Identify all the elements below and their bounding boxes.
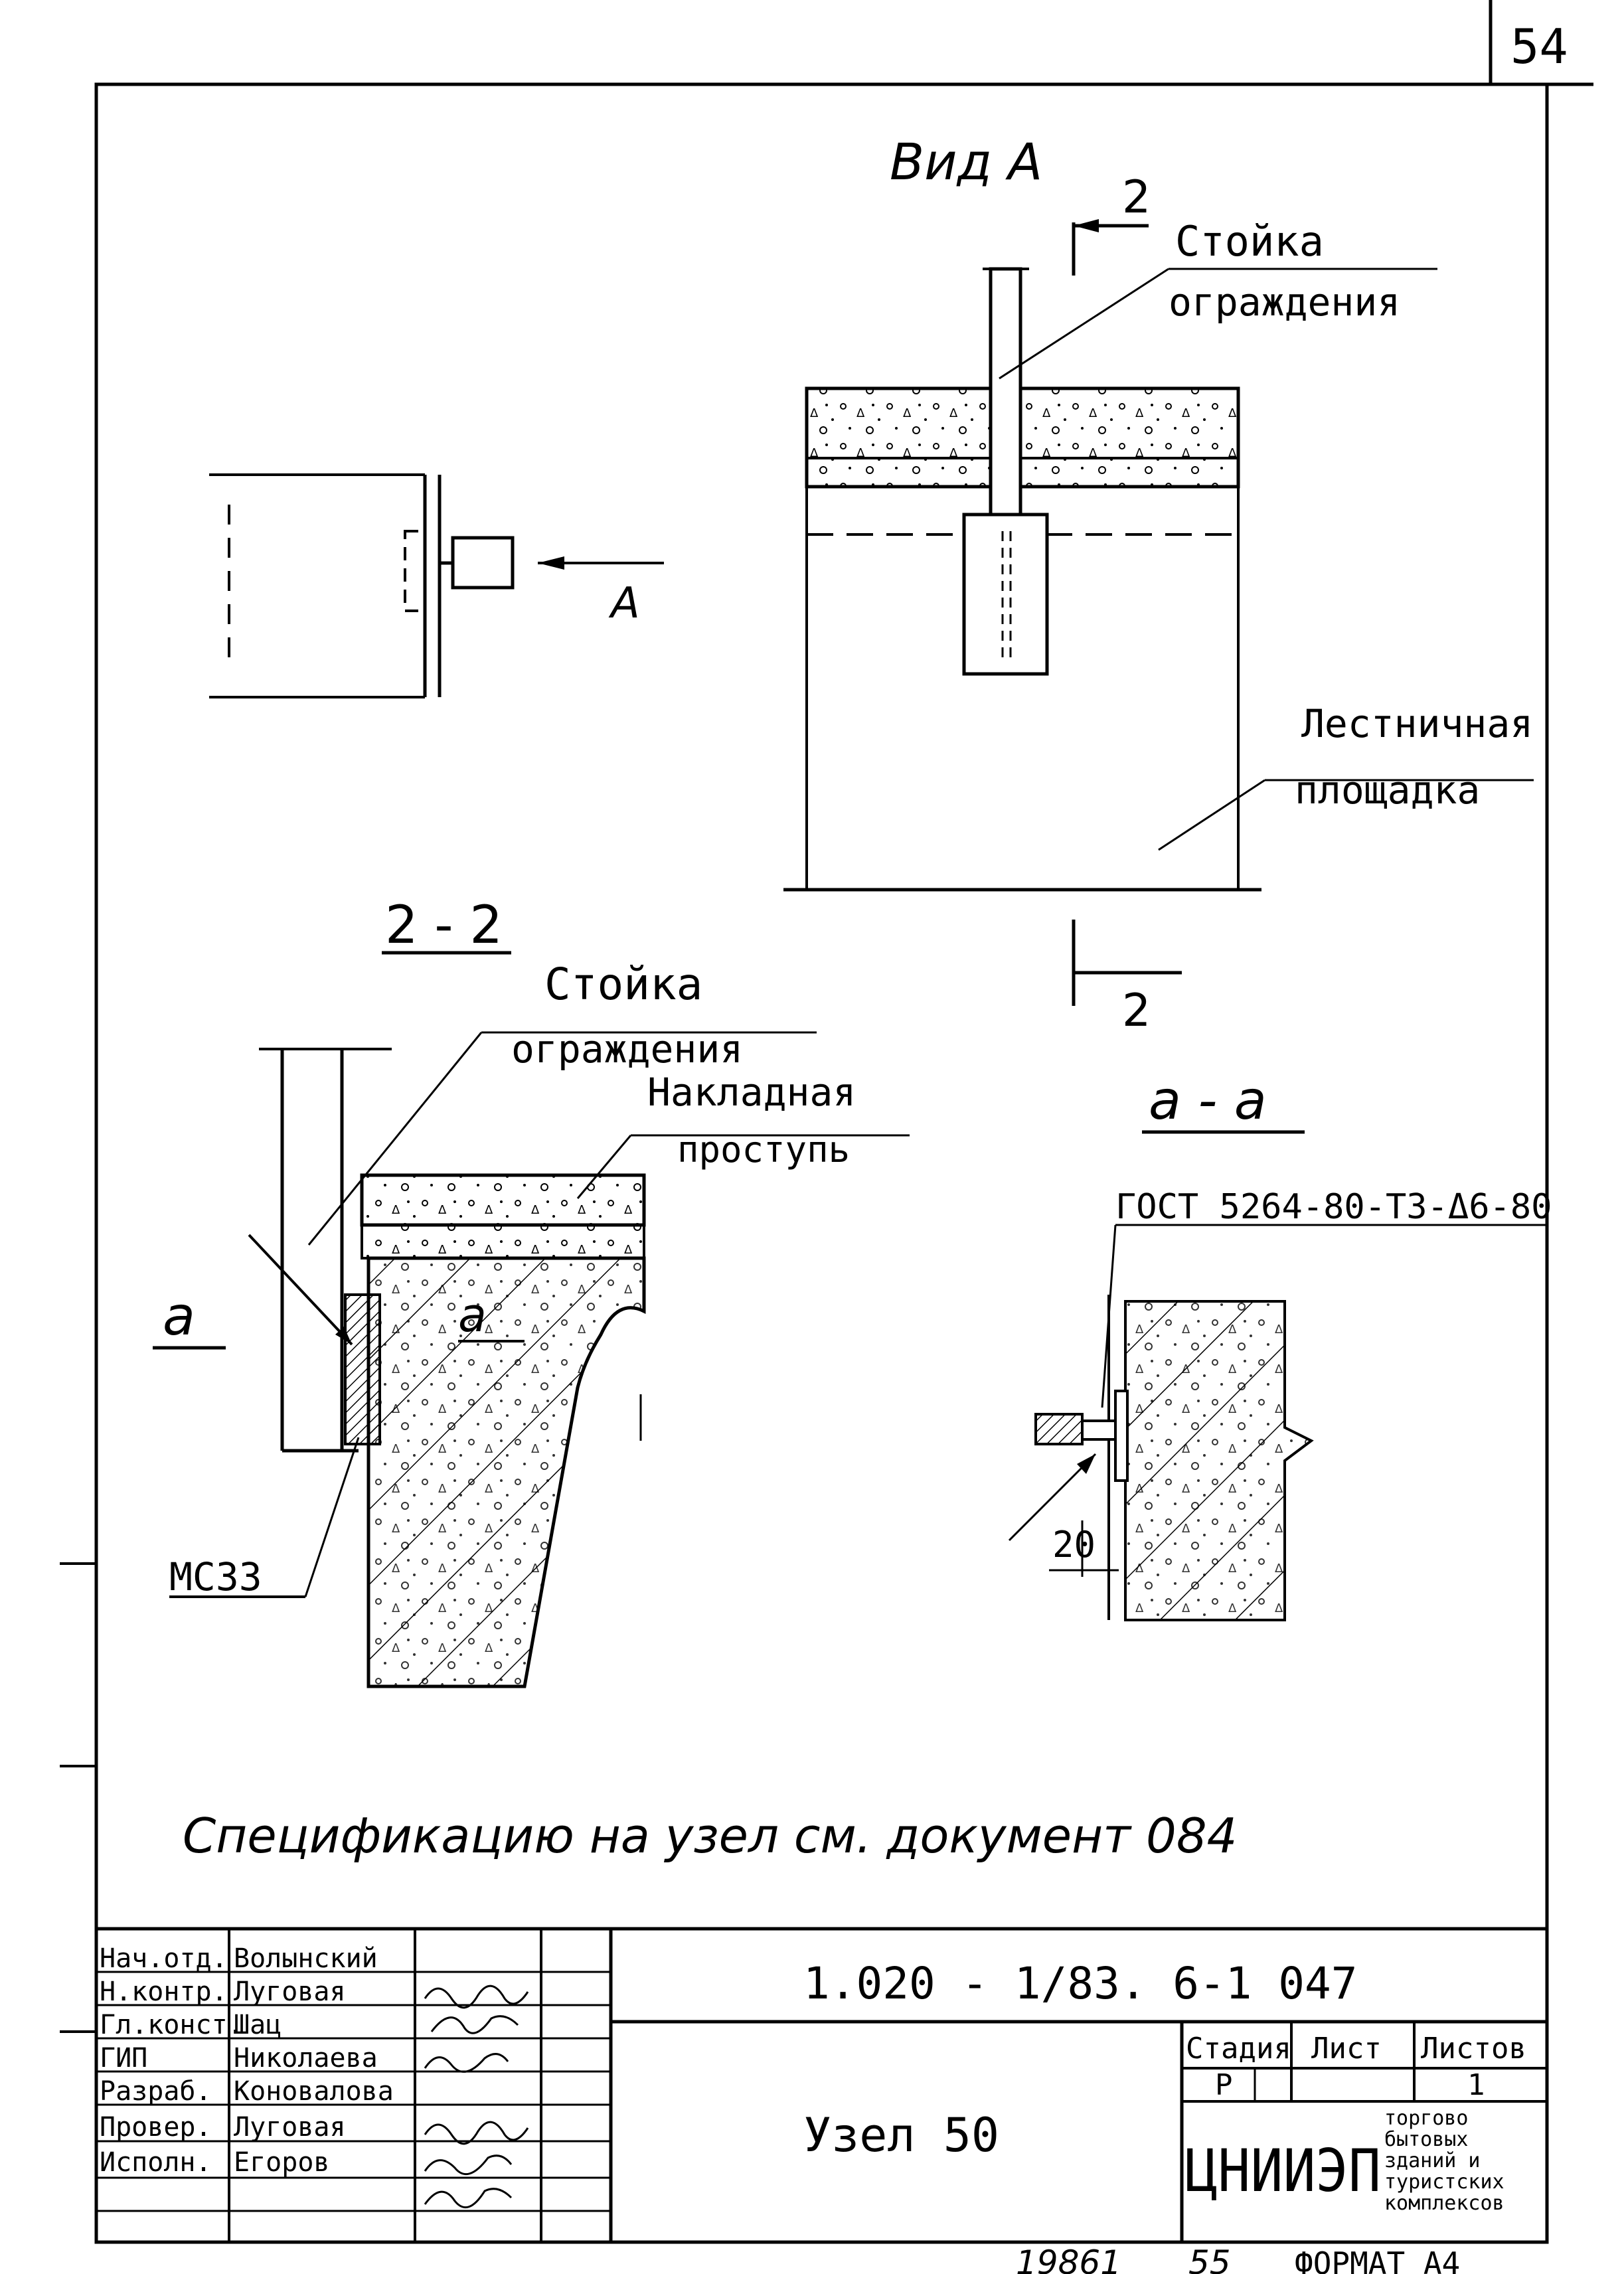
sheets-header: Листов [1421,2032,1526,2066]
weld-label: МС33 [169,1554,262,1599]
view-a-title: Вид А [890,132,1042,191]
sheets-value: 1 [1467,2068,1485,2102]
organization-name-3: зданий и [1384,2149,1481,2172]
drawing-frame [60,0,1593,2244]
staff-name-4: Николаева [234,2043,378,2073]
view-a-post-label-1: Стойка [1175,217,1324,266]
staff-name-1: Волынский [234,1943,378,1974]
dimension-20: 20 [1052,1524,1096,1566]
section-2-2-title: 2 - 2 [385,896,503,955]
section-2-2 [153,951,910,1688]
section-2-2-post-label-1: Стойка [544,959,702,1010]
staff-name-5: Коновалова [234,2076,394,2107]
section-a-a-title: а - а [1149,1070,1267,1131]
section-a-a [1008,1130,1547,1621]
staff-role-1: Нач.отд. [100,1943,228,1974]
staff-name-7: Егоров [234,2147,330,2178]
weld-note: ГОСТ 5264-80-Т3-Δ6-80 [1115,1187,1552,1227]
page-number: 54 [1510,19,1568,74]
tread-strip-label-1: Накладная [647,1070,856,1115]
organization-name-1: торгово [1384,2107,1468,2130]
sheet-header: Лист [1311,2032,1382,2066]
organization-name-2: бытовых [1384,2128,1468,2151]
staff-name-6: Луговая [234,2112,346,2143]
stage-header: Стадия [1186,2032,1291,2066]
landing-label-2: площадка [1295,768,1480,813]
plan-key [209,473,664,698]
format-label: ФОРМАТ А4 [1295,2245,1460,2274]
staff-role-7: Исполн. [100,2147,212,2178]
view-a-post-label-2: ограждения [1169,280,1400,325]
document-designation: 1.020 - 1/83. 6-1 047 [803,1958,1357,2009]
drawing-title: Узел 50 [803,2108,999,2162]
plan-key-arrow-label: А [608,579,640,628]
view-a-section-mark-bottom: 2 [1122,985,1151,1037]
archive-number: 19861 [1016,2243,1121,2274]
staff-name-3: Шац [234,2010,282,2040]
view-a [783,219,1534,1006]
landing-label-1: Лестничная [1301,701,1533,746]
staff-role-2: Н.контр. [100,1977,228,2007]
staff-name-2: Луговая [234,1977,346,2007]
title-block [96,1927,1547,2242]
archive-copy: 55 [1188,2243,1231,2274]
staff-role-4: ГИП [100,2043,147,2073]
section-2-2-post-label-2: ограждения [511,1026,743,1072]
view-a-section-mark-top: 2 [1122,171,1151,224]
staff-role-3: Гл.конст. [100,2010,244,2040]
organization-name-5: комплексов [1384,2192,1504,2215]
organization-logo: ЦНИИЭП [1185,2137,1381,2205]
cut-label-inner: а [458,1288,487,1342]
organization-name-4: туристских [1384,2170,1504,2194]
staff-role-6: Провер. [100,2112,212,2143]
stage-value: Р [1215,2068,1233,2102]
cut-label-left: а [163,1285,195,1347]
tread-strip-label-2: проступь [677,1129,850,1171]
specification-note: Спецификацию на узел см. документ 084 [183,1808,1237,1864]
staff-role-5: Разраб. [100,2076,212,2107]
